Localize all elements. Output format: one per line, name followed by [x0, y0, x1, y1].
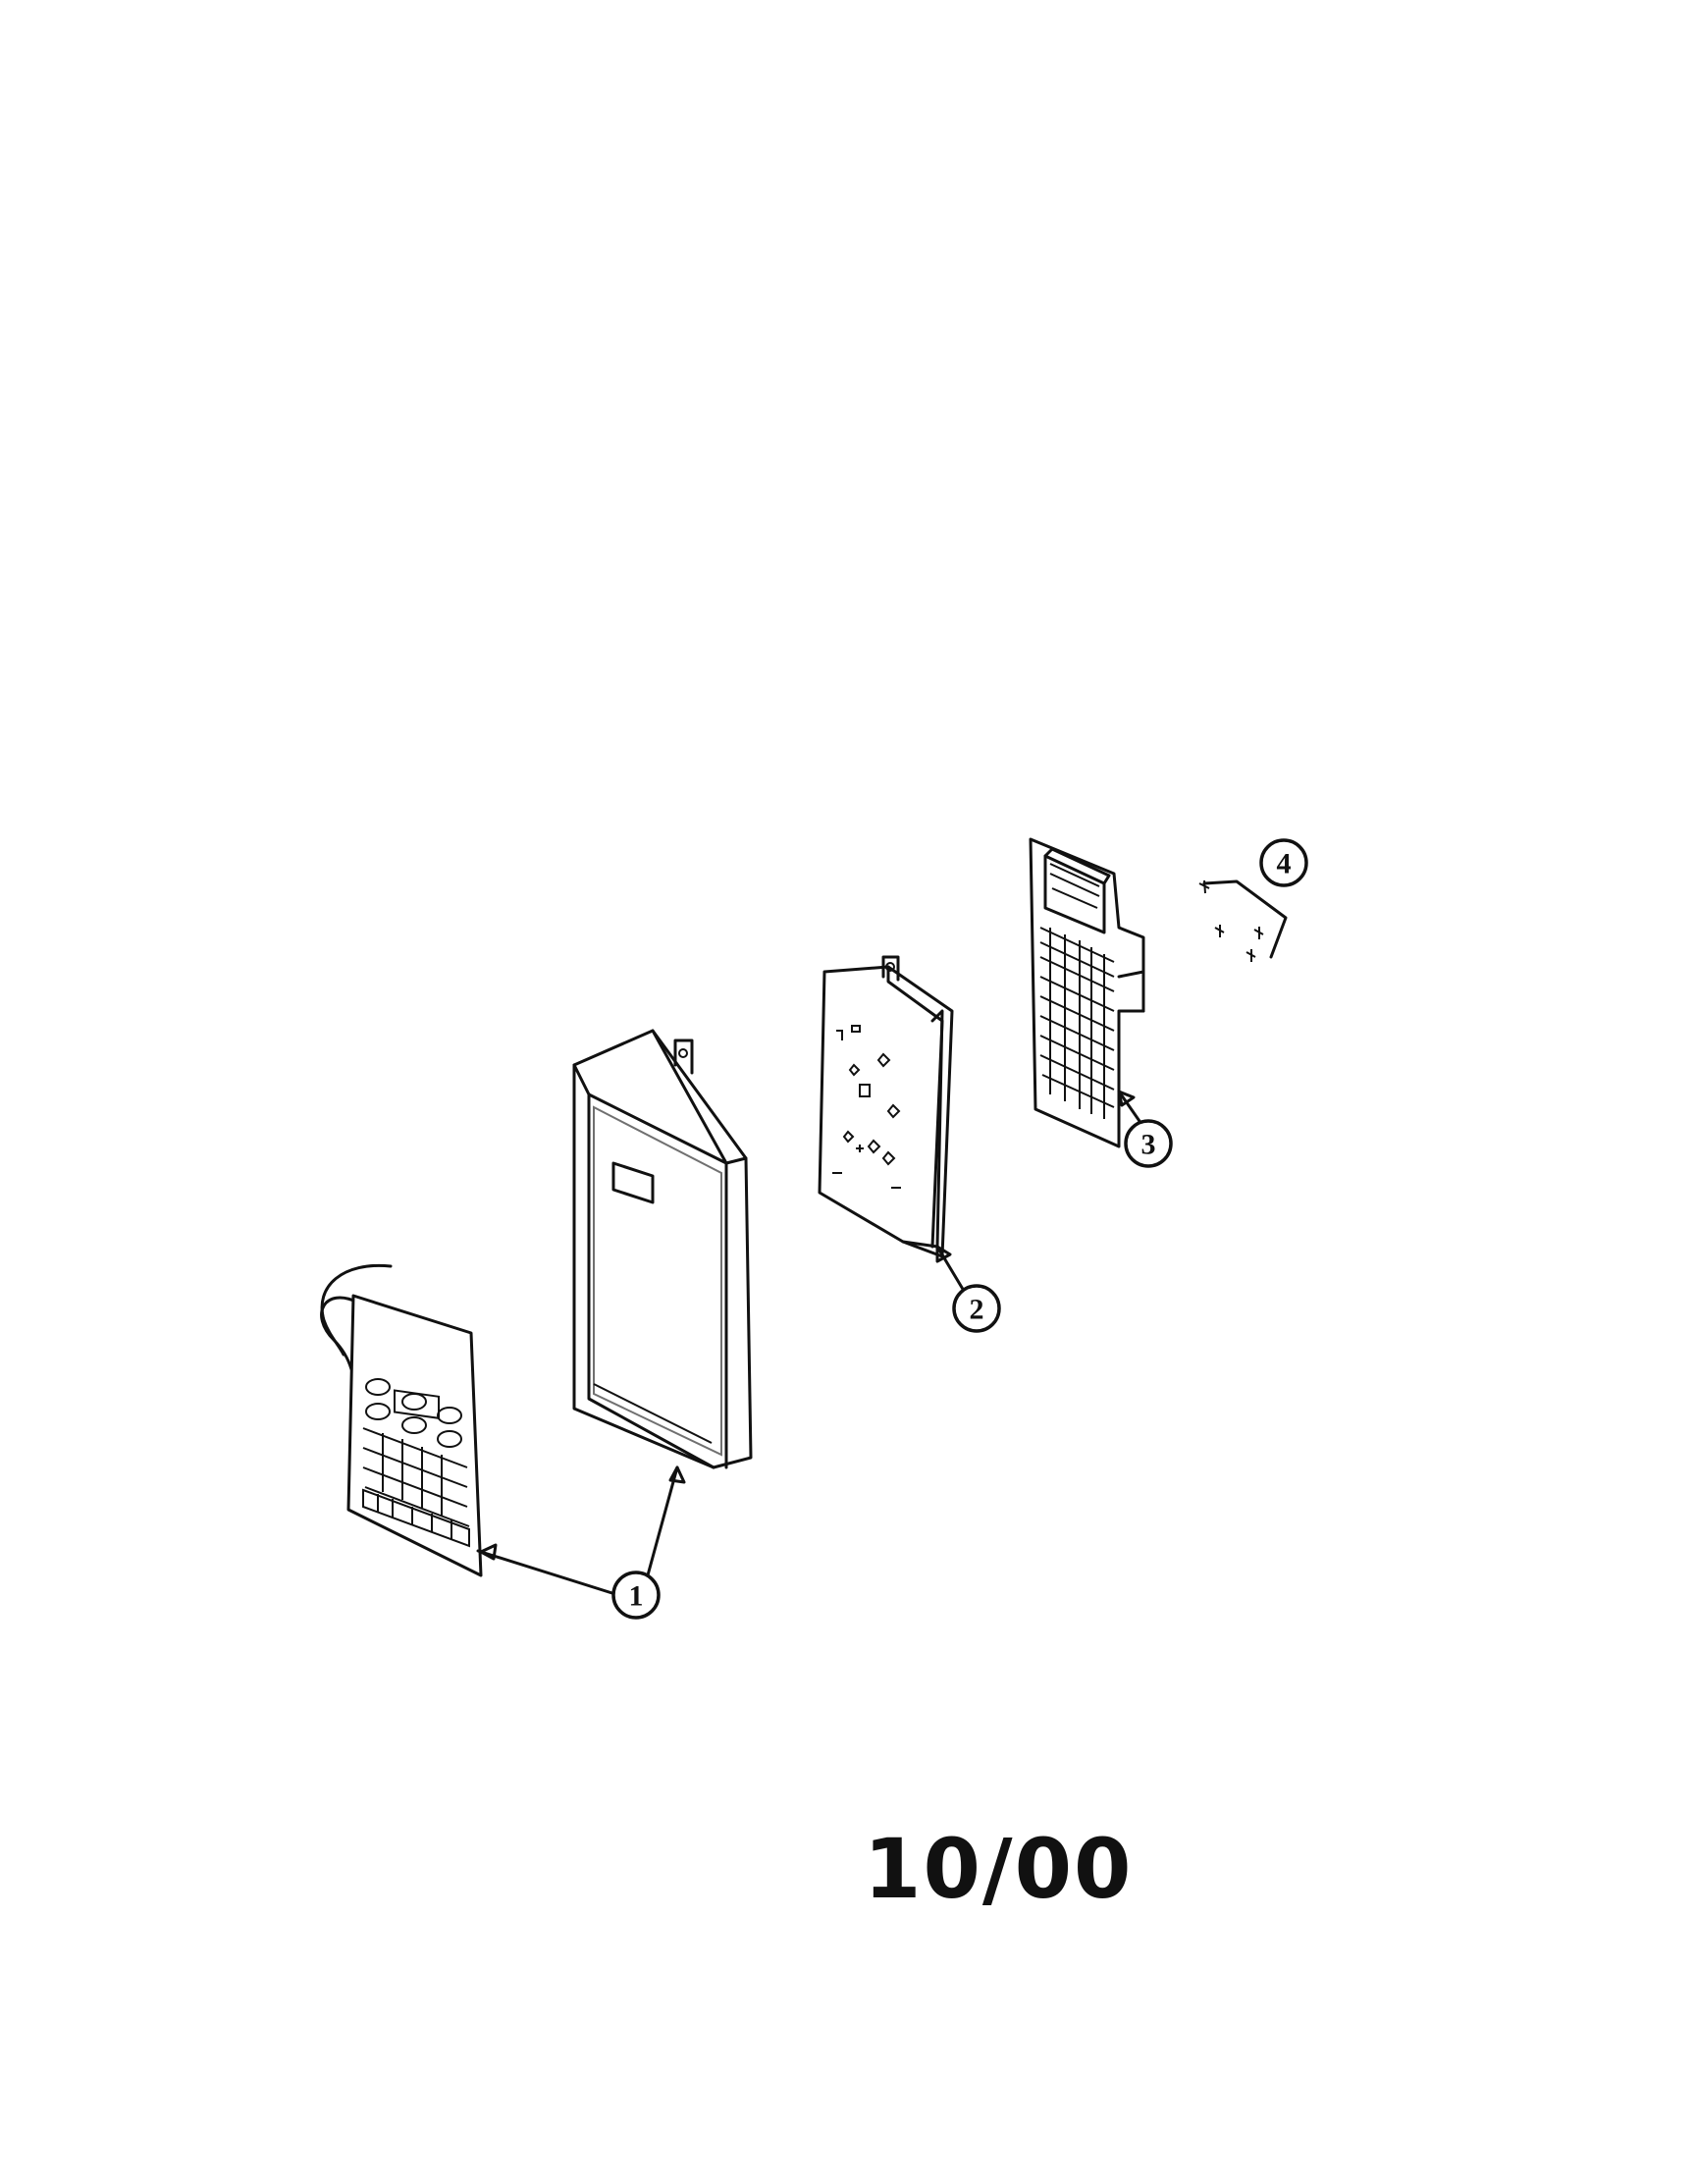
screws	[1198, 879, 1288, 962]
date-code: 10/00	[864, 1821, 1134, 1917]
callout-4: 4	[1259, 838, 1308, 887]
callout-1: 1	[611, 1571, 661, 1620]
leader-lines	[476, 1090, 1143, 1597]
callout-3: 3	[1124, 1119, 1173, 1168]
callout-1-label: 1	[629, 1580, 644, 1613]
keypad-membrane	[320, 1263, 483, 1577]
control-board	[818, 955, 954, 1258]
control-panel-frame	[572, 1029, 753, 1469]
callout-4-label: 4	[1277, 848, 1292, 880]
display-circuit-board	[1029, 837, 1145, 1148]
callout-2: 2	[952, 1284, 1001, 1333]
callout-3-label: 3	[1141, 1129, 1156, 1161]
callout-2-label: 2	[970, 1294, 984, 1326]
